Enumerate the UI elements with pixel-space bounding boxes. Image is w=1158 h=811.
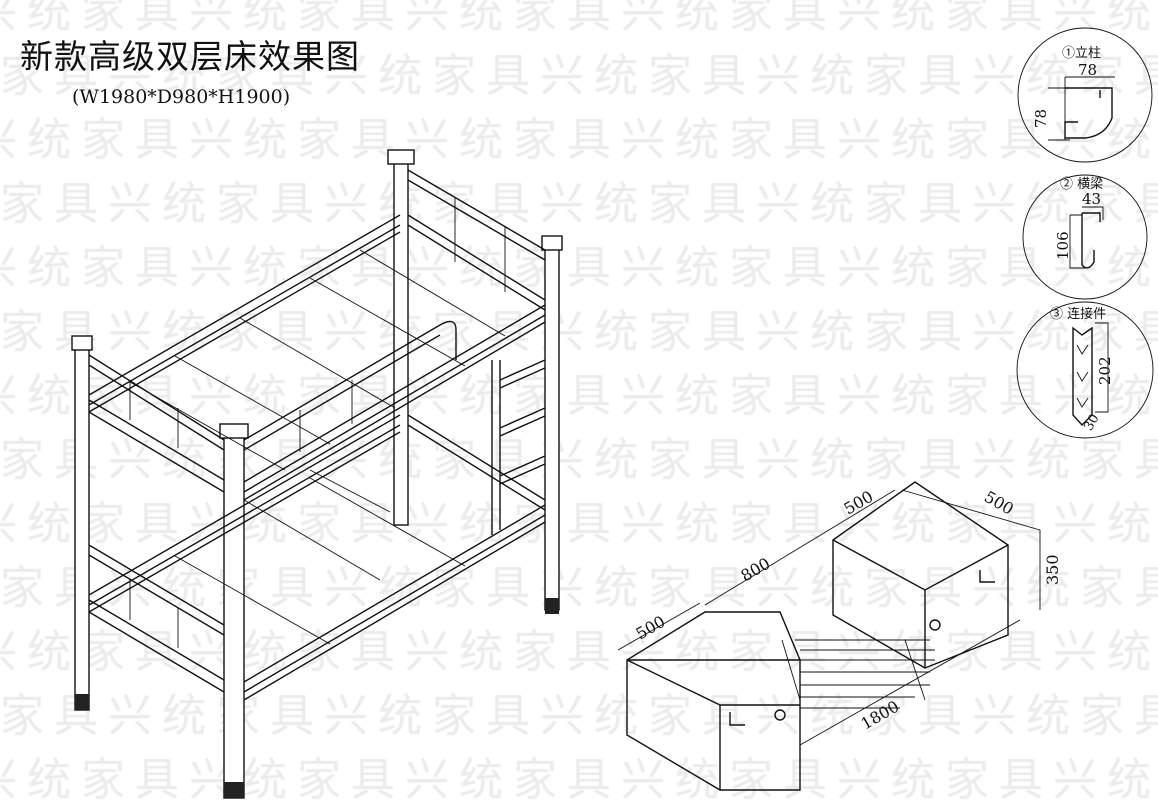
dimension-label: 78 (1078, 61, 1097, 79)
lower-frame (88, 414, 546, 701)
dimension-label: 500 (981, 487, 1017, 519)
ladder (491, 359, 546, 535)
lock-icon (929, 619, 941, 631)
lock-icon (774, 709, 786, 721)
detail-beam-profile: ② 横梁 43 106 (1022, 174, 1148, 300)
dimension-label: 106 (1054, 231, 1072, 260)
bunk-bed (71, 149, 563, 799)
detail-label: ①立柱 (1062, 46, 1101, 61)
dimension-label: 202 (1096, 356, 1114, 385)
dimension-label: 800 (738, 554, 774, 586)
dimension-label: 78 (1032, 109, 1050, 128)
upper-frame (88, 169, 546, 501)
dimension-label: 350 (1043, 554, 1062, 585)
handle-icon (729, 712, 745, 726)
dimension-label: 43 (1082, 190, 1101, 208)
storage-cabinet-drawing: 500 800 500 500 350 1800 (617, 481, 1062, 791)
detail-column-profile: ①立柱 78 78 (1017, 27, 1153, 163)
detail-label: ② 横梁 (1060, 177, 1103, 192)
dimension-label: 1800 (858, 697, 903, 734)
dimension-label: 30 (1081, 412, 1102, 434)
detail-label: ③ 连接件 (1050, 306, 1106, 322)
handle-icon (979, 570, 995, 583)
dimensions-subtitle: (W1980*D980*H1900) (72, 86, 291, 108)
page-title: 新款高级双层床效果图 (20, 37, 360, 76)
bed-posts (71, 149, 563, 799)
detail-connector: ③ 连接件 202 30 (1016, 301, 1154, 439)
